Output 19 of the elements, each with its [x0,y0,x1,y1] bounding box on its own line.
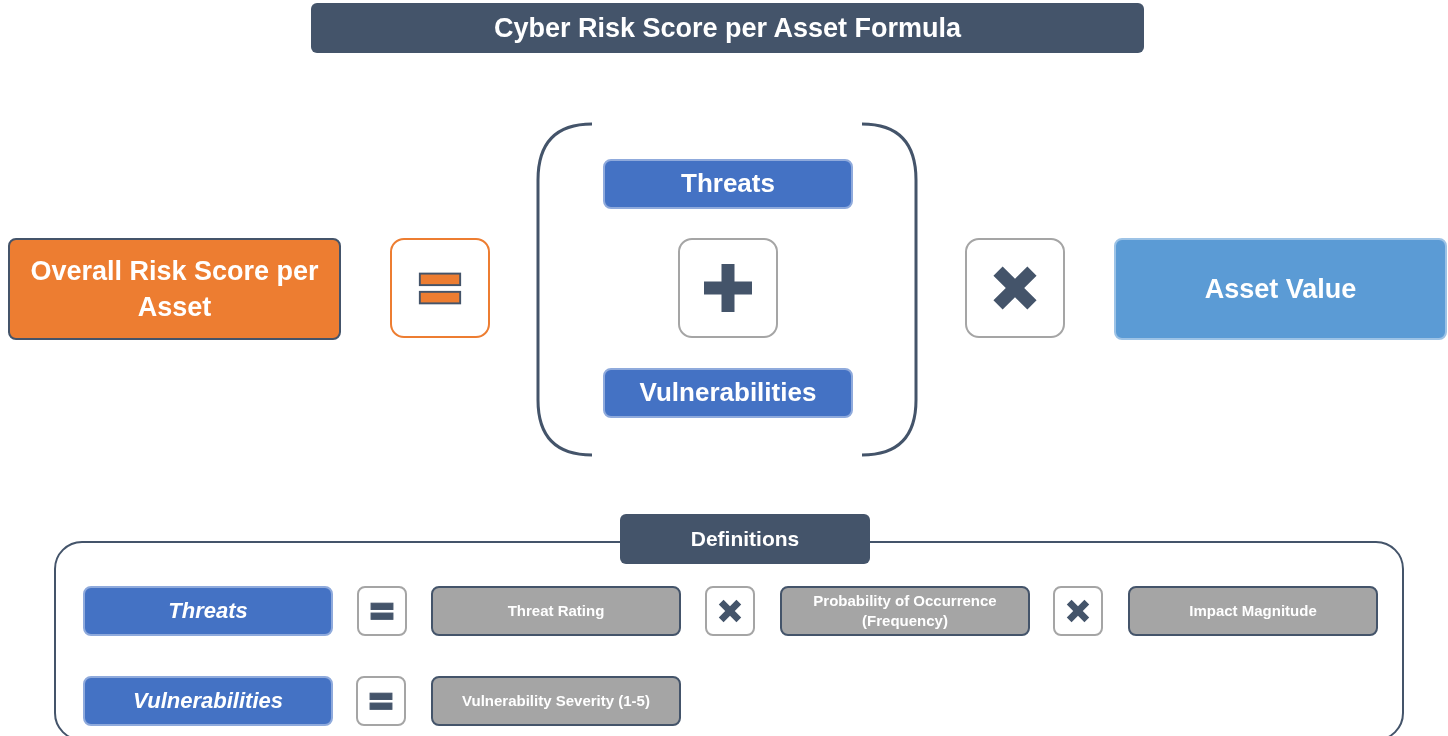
operator-tile [356,676,406,726]
definition-box: Impact Magnitude [1128,586,1378,636]
operator-tile [678,238,778,338]
result-box: Asset Value [1114,238,1447,340]
definition-box: Probability of Occurrence (Frequency) [780,586,1030,636]
operator-tile [390,238,490,338]
definition-box: Threat Rating [431,586,681,636]
operator-tile [357,586,407,636]
result-box: Overall Risk Score per Asset [8,238,341,340]
operator-tile [705,586,755,636]
operator-tile [965,238,1065,338]
term-box: Vulnerabilities [603,368,853,418]
term-box: Threats [603,159,853,209]
operator-tile [1053,586,1103,636]
section-heading: Definitions [620,514,870,564]
term-box: Vulnerabilities [83,676,333,726]
definition-box: Vulnerability Severity (1-5) [431,676,681,726]
title-banner: Cyber Risk Score per Asset Formula [311,3,1144,53]
term-box: Threats [83,586,333,636]
